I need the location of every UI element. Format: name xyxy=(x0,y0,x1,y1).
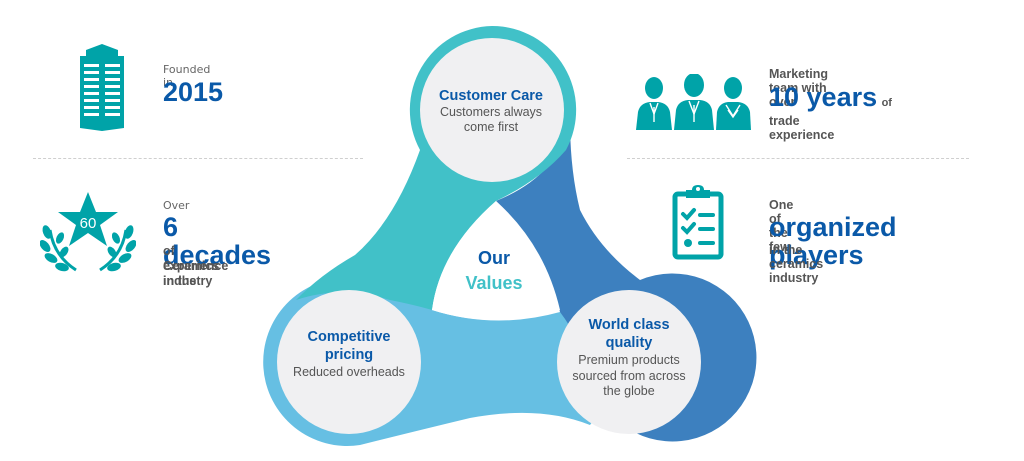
center-title-values: Values xyxy=(465,273,522,293)
laurel-star-icon: 60 xyxy=(40,192,136,272)
left-divider xyxy=(33,158,363,159)
team-value: 10 years xyxy=(769,82,878,112)
world-class-body-2: sourced from across xyxy=(572,369,685,383)
world-class-title-1: World class xyxy=(588,317,669,333)
decades-sub-1: of experience in the xyxy=(163,244,229,288)
founded-label: Founded in xyxy=(163,63,211,89)
decades-value: 6 decades xyxy=(163,212,272,270)
right-divider xyxy=(627,158,969,159)
customer-care-body-2: come first xyxy=(464,120,519,134)
building-icon xyxy=(80,44,124,131)
world-class-title-2: quality xyxy=(606,335,653,351)
decades-sub-2: Ceramics industry xyxy=(163,259,220,288)
team-value-line: 10 years of xyxy=(769,83,892,111)
world-class-body-3: the globe xyxy=(603,384,654,398)
badge-60: 60 xyxy=(80,215,97,232)
center-area xyxy=(432,201,560,320)
clipboard-checklist-icon xyxy=(672,185,724,260)
center-title-our: Our xyxy=(478,248,510,268)
competitive-pricing-title-2: pricing xyxy=(325,347,373,363)
world-class-body-1: Premium products xyxy=(578,353,679,367)
founded-year: 2015 xyxy=(163,77,224,107)
customer-care-body-1: Customers always xyxy=(440,105,542,119)
team-label: Marketing team with over xyxy=(769,67,829,109)
organized-value: organized players xyxy=(769,212,897,270)
decades-label: Over xyxy=(163,199,190,212)
team-icon xyxy=(636,74,751,130)
value-circle-world-class-quality xyxy=(557,290,701,434)
team-sub: trade experience xyxy=(769,114,835,142)
competitive-pricing-body-1: Reduced overheads xyxy=(293,365,405,379)
customer-care-title: Customer Care xyxy=(439,88,543,104)
organized-label: One of the few xyxy=(769,198,794,254)
value-circle-competitive-pricing xyxy=(277,290,421,434)
value-circle-customer-care xyxy=(420,38,564,182)
organized-sub: in the ceramics industry xyxy=(769,243,824,285)
team-value-suffix: of xyxy=(881,97,892,109)
competitive-pricing-title-1: Competitive xyxy=(308,329,391,345)
